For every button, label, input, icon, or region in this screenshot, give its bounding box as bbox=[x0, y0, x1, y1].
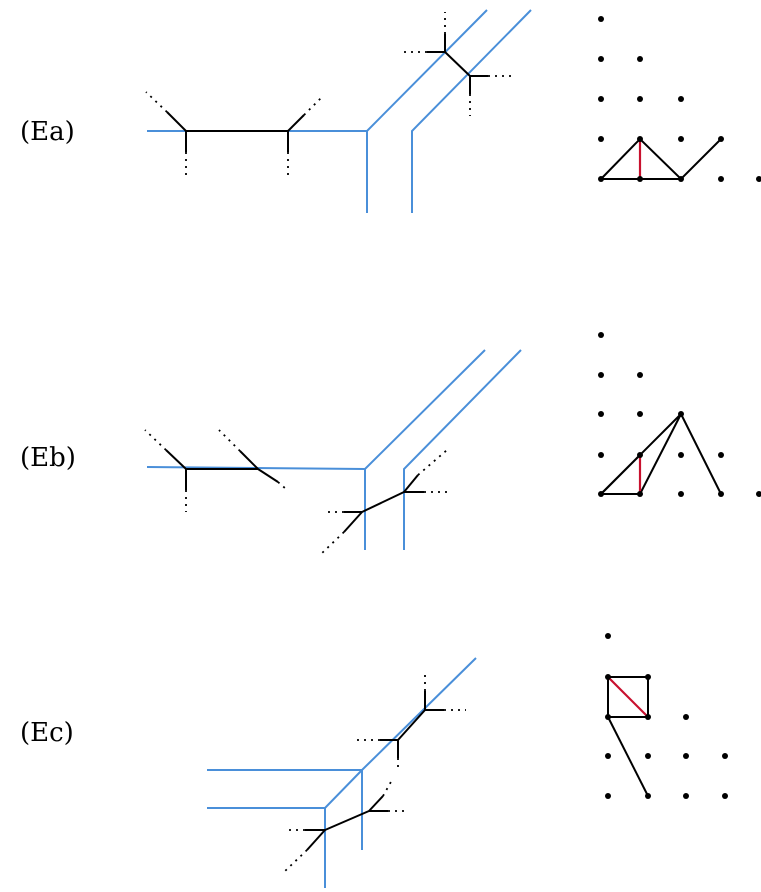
eb-subdivision-inner bbox=[639, 413, 682, 495]
panel-ea-subdivision bbox=[598, 16, 761, 182]
eb-blue-line-1 bbox=[146, 349, 486, 471]
ea-dotted-ray-1 bbox=[145, 91, 168, 113]
ea-lattice-points bbox=[598, 16, 761, 182]
eb-dotted-ray-6 bbox=[417, 449, 448, 476]
eb-black-ray-8 bbox=[343, 511, 363, 533]
panel-eb: (Eb) bbox=[20, 332, 761, 556]
panel-ea-tropical-curve bbox=[145, 9, 532, 213]
panel-ec: (Ec) bbox=[20, 633, 728, 888]
panel-ec-label: (Ec) bbox=[20, 718, 74, 748]
ec-black-edge-2 bbox=[324, 810, 370, 831]
ec-black-edge bbox=[397, 709, 426, 741]
panel-ea-label: (Ea) bbox=[20, 117, 75, 147]
eb-dotted-ray-4 bbox=[277, 481, 287, 490]
panel-eb-subdivision bbox=[598, 332, 761, 497]
ea-blue-line-1 bbox=[147, 9, 488, 132]
eb-black-ray-4 bbox=[257, 468, 279, 483]
panel-eb-label: (Eb) bbox=[20, 443, 76, 473]
panel-ea: (Ea) bbox=[20, 9, 761, 213]
eb-subdivision-inner-2 bbox=[600, 454, 641, 495]
eb-black-ray-3 bbox=[239, 450, 259, 470]
eb-lattice-points bbox=[598, 332, 761, 497]
ec-blue-line-3 bbox=[207, 769, 363, 809]
ec-dotted-ray-6 bbox=[382, 779, 393, 797]
eb-dotted-ray-1 bbox=[144, 429, 167, 451]
ea-blue-line-3 bbox=[411, 9, 532, 213]
ec-red-edge bbox=[607, 676, 649, 718]
ec-black-ray-6 bbox=[368, 795, 384, 812]
eb-dotted-ray-8 bbox=[319, 531, 345, 556]
ec-black-ray-8 bbox=[306, 829, 326, 851]
ea-black-ray-1 bbox=[166, 111, 187, 132]
ec-dotted-ray-8 bbox=[283, 849, 308, 873]
eb-black-edge-2 bbox=[361, 491, 405, 513]
ea-subdivision-edges bbox=[600, 137, 722, 181]
eb-black-ray-1 bbox=[165, 449, 187, 470]
ec-lattice-points bbox=[605, 633, 728, 799]
panel-ec-subdivision bbox=[605, 633, 728, 799]
ec-subdivision-edge bbox=[607, 716, 649, 797]
eb-dotted-ray-3 bbox=[218, 429, 241, 452]
panel-eb-tropical-curve bbox=[144, 349, 522, 556]
panel-ec-tropical-curve bbox=[207, 657, 477, 888]
ea-dotted-ray-3 bbox=[303, 97, 322, 116]
eb-black-ray-6 bbox=[403, 474, 419, 493]
ea-black-ray-3 bbox=[287, 114, 305, 132]
eb-blue-line-3 bbox=[403, 349, 522, 550]
ea-black-edge-2 bbox=[444, 51, 471, 77]
ec-blue-line-1 bbox=[207, 657, 477, 771]
